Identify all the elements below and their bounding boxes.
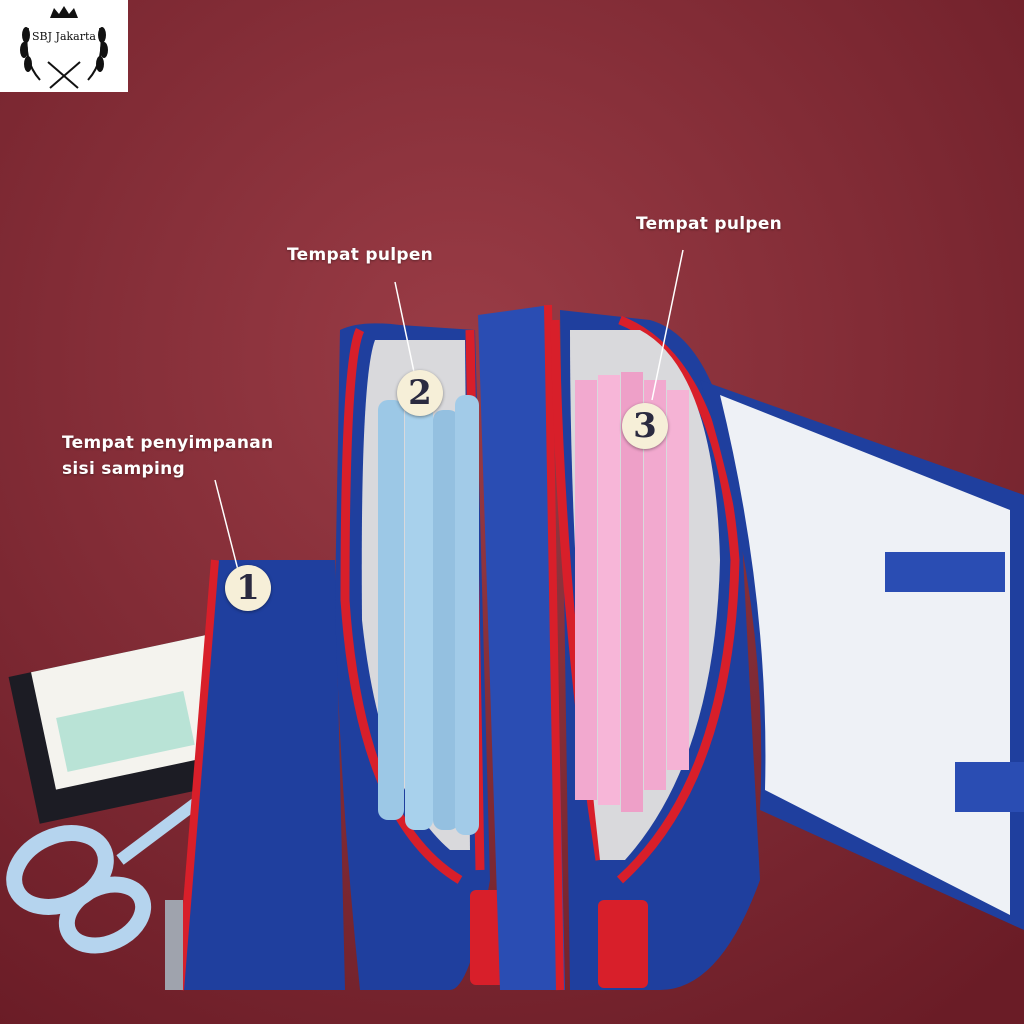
pen-compartment	[335, 323, 520, 990]
brand-logo: SBJ Jakarta	[0, 0, 128, 92]
callout-label-2-line-1: Tempat pulpen	[287, 245, 434, 265]
callout-number-3: 3	[622, 403, 668, 449]
zipper-pull	[598, 900, 648, 988]
callout-label-1: Tempat penyimpanan sisi samping	[62, 430, 273, 482]
callout-line-2	[394, 281, 415, 373]
pens	[378, 390, 479, 835]
logo-lettering: SBJ Jakarta	[32, 30, 96, 43]
pencil-compartment	[550, 310, 760, 990]
scissors	[6, 795, 204, 954]
callout-number-1: 1	[225, 565, 271, 611]
callout-label-1-line-2: sisi samping	[62, 459, 185, 479]
eraser	[56, 690, 195, 772]
callout-number-2: 2	[397, 370, 443, 416]
callout-label-2: Tempat pulpen	[287, 242, 433, 268]
callout-line-1	[214, 479, 239, 571]
pencils	[575, 372, 689, 812]
callout-label-1-line-1: Tempat penyimpanan	[62, 433, 274, 453]
middle-divider	[478, 304, 565, 991]
callout-label-3: Tempat pulpen	[636, 211, 782, 237]
notepad	[8, 633, 246, 824]
laurel-crown-icon	[20, 6, 108, 89]
callout-label-3-line-1: Tempat pulpen	[636, 214, 783, 234]
open-flap	[700, 380, 1024, 930]
callout-line-3	[651, 249, 684, 401]
side-compartment	[165, 559, 345, 991]
